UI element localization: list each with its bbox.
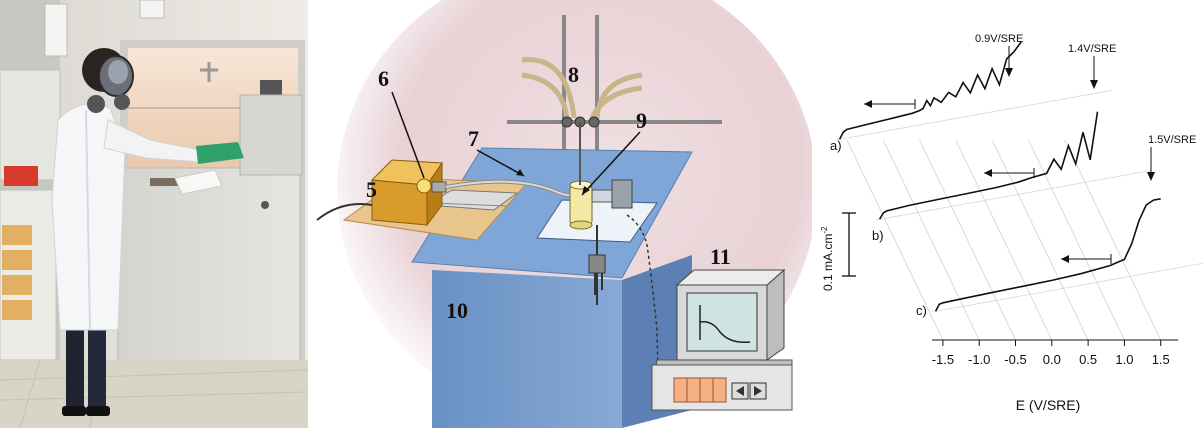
hood-fixture bbox=[260, 80, 282, 98]
grid-line bbox=[991, 139, 1089, 341]
floor bbox=[0, 360, 308, 428]
callout-11: 11 bbox=[710, 244, 731, 269]
red-box bbox=[4, 166, 38, 186]
curve-b bbox=[878, 111, 1099, 220]
series-label-a: a) bbox=[830, 138, 842, 153]
signal-cable bbox=[626, 214, 659, 376]
callout-5: 5 bbox=[366, 177, 377, 202]
callout-6: 6 bbox=[378, 66, 389, 91]
plane-baseline bbox=[931, 262, 1203, 313]
green-glove bbox=[196, 142, 244, 164]
x-tick-label: 1.5 bbox=[1152, 352, 1170, 367]
wall-sign bbox=[139, 0, 165, 19]
gas-tube bbox=[521, 57, 577, 119]
x-tick-label: -1.5 bbox=[932, 352, 954, 367]
plane-baseline bbox=[835, 89, 1113, 141]
callout-9: 9 bbox=[636, 108, 647, 133]
curves bbox=[838, 41, 1161, 312]
series-label-c: c) bbox=[916, 303, 927, 318]
scan-direction-arrow-c bbox=[1061, 254, 1112, 264]
monitor-trace bbox=[699, 305, 751, 344]
cell-holder bbox=[591, 189, 613, 203]
annotation-1-4v: 1.4V/SRE bbox=[1068, 43, 1116, 55]
grid-line bbox=[1064, 139, 1162, 341]
grid-line bbox=[1028, 139, 1125, 341]
x-tick-label: 1.0 bbox=[1115, 352, 1133, 367]
grid-line bbox=[882, 139, 980, 341]
x-axis-label: E (V/SRE) bbox=[1016, 397, 1081, 413]
x-axis: -1.5 -1.0 -0.5 0.0 0.5 1.0 1.5 bbox=[932, 339, 1178, 367]
callout-7: 7 bbox=[468, 126, 479, 151]
x-tick-label: 0.5 bbox=[1079, 352, 1097, 367]
paper-sheet bbox=[174, 169, 223, 195]
grid-line bbox=[919, 139, 1016, 341]
gas-tube bbox=[589, 85, 643, 120]
curve-c bbox=[934, 198, 1161, 312]
scan-direction-arrow-b bbox=[984, 168, 1035, 178]
clamp bbox=[588, 254, 606, 274]
x-tick-label: -0.5 bbox=[1004, 352, 1026, 367]
curve-a bbox=[838, 41, 1022, 140]
cell-recess bbox=[536, 199, 658, 243]
left-cabinet bbox=[0, 69, 61, 181]
monitor-screen bbox=[686, 292, 758, 352]
callout-8: 8 bbox=[568, 62, 579, 87]
oblique-grid bbox=[835, 89, 1203, 341]
series-label-b: b) bbox=[872, 228, 884, 243]
setup-diagram-panel: 5 6 7 8 9 10 11 bbox=[312, 0, 812, 428]
mask-filter bbox=[87, 95, 105, 113]
lab-photo-illustration bbox=[0, 0, 308, 428]
voltammogram-panel: -1.5 -1.0 -0.5 0.0 0.5 1.0 1.5 E (V/SRE) 0.1 m… bbox=[812, 0, 1203, 428]
electrochemical-cell bbox=[569, 184, 593, 226]
setup-diagram: 5 6 7 8 9 10 11 bbox=[316, 0, 812, 428]
gas-tube bbox=[521, 72, 570, 119]
lamp-lens bbox=[416, 178, 432, 194]
y-axis-label: 0.1 mA.cm-2 bbox=[820, 226, 835, 291]
x-tick-label: 0.0 bbox=[1043, 352, 1061, 367]
annotation-0-9v: 0.9V/SRE bbox=[975, 33, 1023, 45]
scan-direction-arrow-a bbox=[864, 99, 916, 109]
grid-line bbox=[955, 139, 1053, 341]
voltammogram-chart: -1.5 -1.0 -0.5 0.0 0.5 1.0 1.5 E (V/SRE) 0.1 m… bbox=[820, 33, 1203, 413]
plane-baseline bbox=[875, 169, 1153, 221]
bench-front bbox=[432, 270, 622, 428]
x-tick-label: -1.0 bbox=[968, 352, 990, 367]
grid-line bbox=[846, 139, 944, 341]
annotation-1-5v: 1.5V/SRE bbox=[1148, 134, 1196, 146]
lab-photo-panel bbox=[0, 0, 308, 428]
wall-poster bbox=[44, 3, 68, 57]
lamp-cable bbox=[316, 203, 373, 221]
callout-10: 10 bbox=[446, 298, 468, 323]
